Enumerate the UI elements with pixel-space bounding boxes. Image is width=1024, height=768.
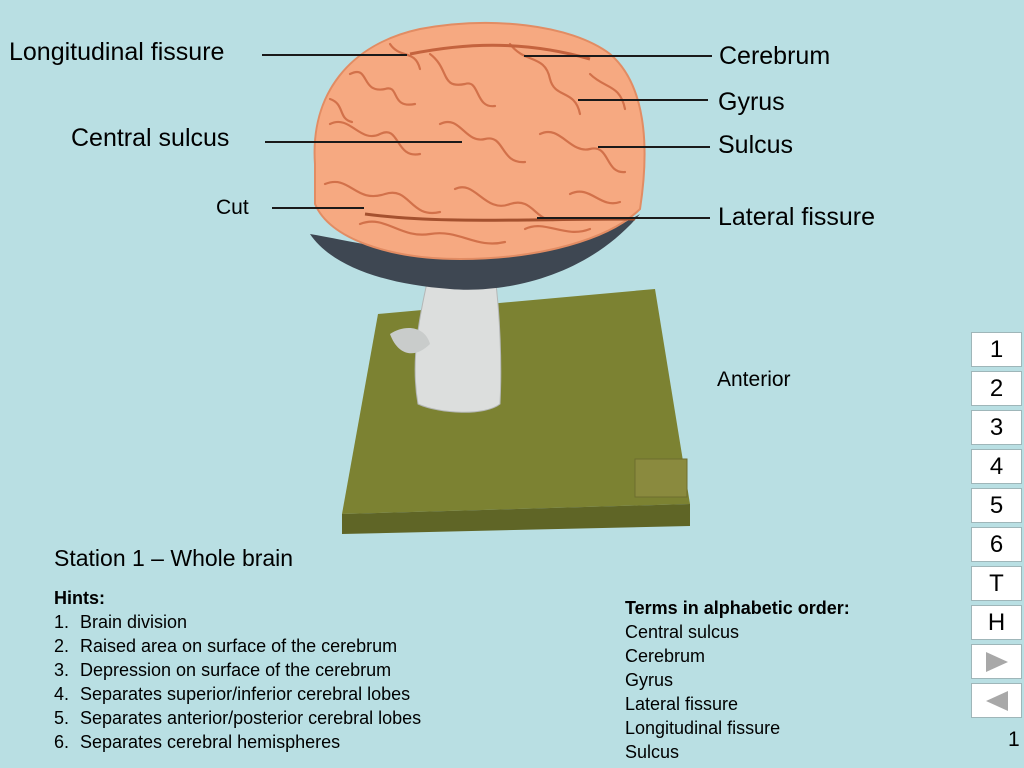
hint-item: 4.Separates superior/inferior cerebral l… [54,684,411,704]
nav-button-h[interactable]: H [971,605,1022,640]
label-longitudinal-fissure: Longitudinal fissure [9,38,225,66]
term-item: Lateral fissure [625,694,739,714]
leader-cut [272,207,364,209]
hint-item: 3.Depression on surface of the cerebrum [54,660,392,680]
term-item: Sulcus [625,742,680,762]
prev-button[interactable] [971,683,1022,718]
hint-item: 2.Raised area on surface of the cerebrum [54,636,398,656]
nav-button-2[interactable]: 2 [971,371,1022,406]
next-button[interactable] [971,644,1022,679]
label-cut: Cut [216,196,249,219]
term-item: Gyrus [625,670,674,690]
hints-panel: Hints: 1.Brain division 2.Raised area on… [54,586,421,754]
nav-button-1[interactable]: 1 [971,332,1022,367]
hint-item: 6.Separates cerebral hemispheres [54,732,341,752]
leader-cerebrum [524,55,712,57]
nav-button-5[interactable]: 5 [971,488,1022,523]
play-back-icon [985,690,1008,711]
play-forward-icon [985,651,1008,672]
leader-lateral-fissure [537,217,710,219]
hint-item: 5.Separates anterior/posterior cerebral … [54,708,422,728]
term-item: Central sulcus [625,622,740,642]
cerebellum [310,214,640,290]
leader-central-sulcus [265,141,462,143]
term-item: Cerebrum [625,646,706,666]
terms-panel: Terms in alphabetic order: Central sulcu… [625,596,850,764]
hints-header: Hints: [54,588,105,608]
leader-gyrus [578,99,708,101]
station-title: Station 1 – Whole brain [54,545,294,571]
terms-list: Central sulcus Cerebrum Gyrus Lateral fi… [625,620,850,764]
label-anterior: Anterior [717,368,791,391]
label-sulcus: Sulcus [718,131,794,159]
hint-item: 1.Brain division [54,612,188,632]
label-central-sulcus: Central sulcus [71,124,230,152]
leader-sulcus [598,146,710,148]
label-cerebrum: Cerebrum [719,42,831,70]
cerebrum-model [313,22,646,261]
label-gyrus: Gyrus [718,88,785,116]
nav-button-6[interactable]: 6 [971,527,1022,562]
hints-list: 1.Brain division 2.Raised area on surfac… [54,610,421,754]
nav-button-3[interactable]: 3 [971,410,1022,445]
slide-navigation: 1 2 3 4 5 6 T H [971,332,1024,722]
manufacturer-logo [634,458,688,498]
leader-longitudinal-fissure [262,54,407,56]
nav-button-4[interactable]: 4 [971,449,1022,484]
label-lateral-fissure: Lateral fissure [718,203,876,231]
slide-number: 1 [1008,728,1020,751]
terms-header: Terms in alphabetic order: [625,598,850,618]
term-item: Longitudinal fissure [625,718,781,738]
nav-button-t[interactable]: T [971,566,1022,601]
brain-model-image [310,22,690,534]
